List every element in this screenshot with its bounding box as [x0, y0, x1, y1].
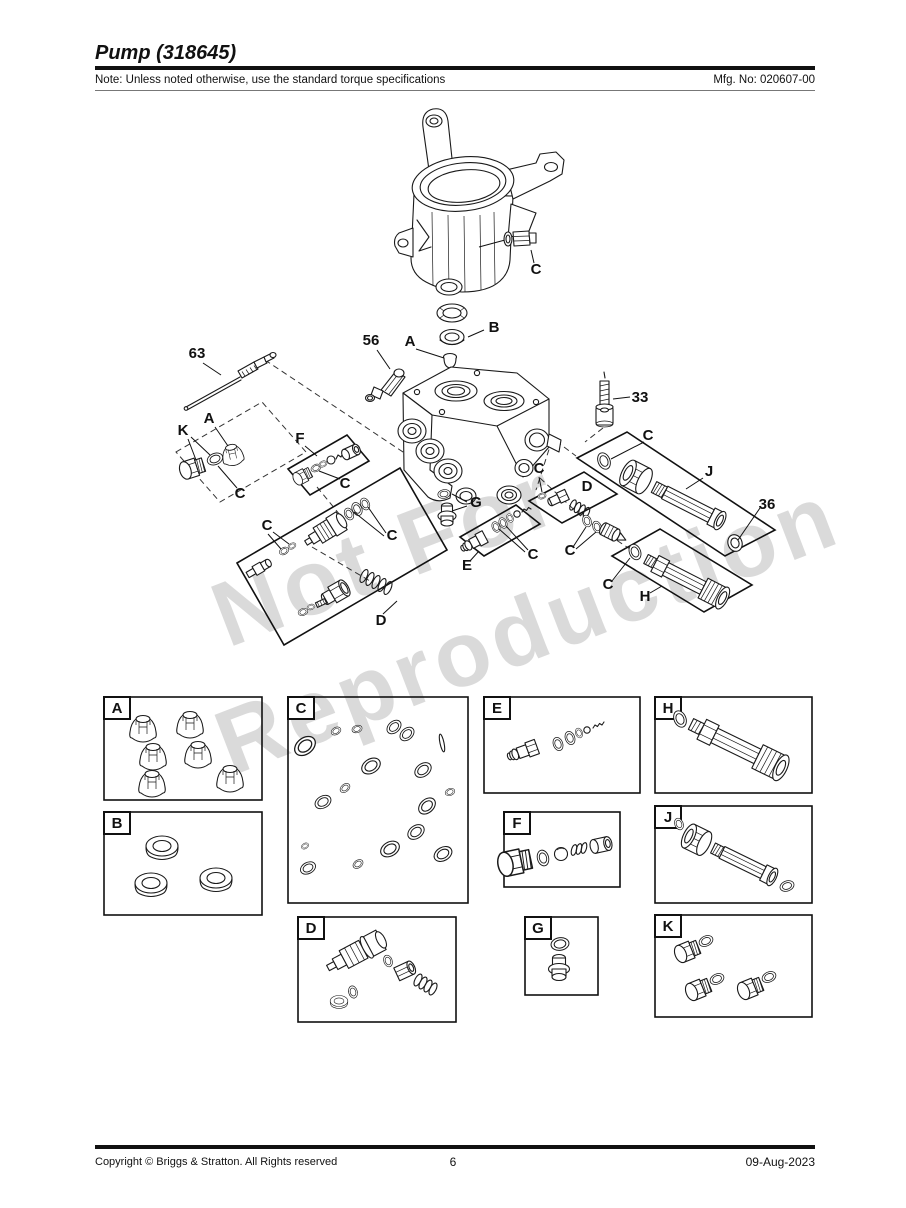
spring-coil — [359, 568, 393, 596]
coupler-parts-drawing — [580, 513, 627, 542]
watermark: Not For Reproduction — [199, 442, 853, 795]
callout-c-mid: C — [565, 542, 576, 559]
kit-box-e-drawing — [458, 504, 542, 557]
callout-k: K — [178, 422, 189, 439]
part-63-drawing — [183, 351, 277, 411]
detail-box-d: D — [297, 916, 457, 1023]
callout-f: F — [295, 430, 304, 447]
kit-box-h-drawing — [610, 528, 754, 613]
callout-56: 56 — [363, 332, 380, 349]
crankcase-housing-drawing — [393, 108, 565, 296]
part-g-drawing — [436, 488, 457, 527]
pump-manifold-drawing — [397, 366, 562, 505]
detail-box-b: B — [103, 811, 263, 916]
callout-a-left: A — [204, 410, 215, 427]
detail-box-d-label: D — [306, 920, 317, 937]
kit-box-d-drawing — [235, 466, 449, 647]
callout-d-small: D — [582, 478, 593, 495]
detail-box-c: C — [287, 696, 469, 904]
callout-leaders — [187, 249, 761, 615]
torque-note: Note: Unless noted otherwise, use the st… — [95, 74, 446, 86]
callout-e: E — [462, 557, 472, 574]
callout-c-f: C — [340, 475, 351, 492]
footer-copyright: Copyright © Briggs & Stratton. All Right… — [95, 1156, 338, 1168]
callout-c-d2: C — [387, 527, 398, 544]
kit-box-f-drawing — [286, 433, 371, 497]
detail-box-g: G — [524, 916, 599, 996]
detail-box-e: E — [483, 696, 641, 794]
detail-box-k-label: K — [663, 918, 674, 935]
callout-c-j: C — [643, 427, 654, 444]
mfg-number: Mfg. No: 020607-00 — [713, 74, 815, 86]
callout-g: G — [470, 494, 482, 511]
callout-a-top: A — [405, 333, 416, 350]
callout-h: H — [640, 588, 651, 605]
kit-box-d2-drawing — [527, 471, 619, 524]
callout-c-e: C — [528, 546, 539, 563]
callout-j: J — [705, 463, 713, 480]
detail-box-j-label: J — [664, 809, 672, 826]
header-rule — [95, 66, 815, 70]
part-56-drawing — [364, 368, 406, 403]
part-33-drawing — [595, 371, 614, 428]
detail-box-a: A — [103, 696, 263, 801]
callout-36: 36 — [759, 496, 776, 513]
part-k-drawing — [176, 441, 246, 482]
footer-date: 09-Aug-2023 — [745, 1155, 815, 1169]
detail-box-a-label: A — [112, 700, 123, 717]
callout-c-k: C — [235, 485, 246, 502]
detail-box-c-label: C — [296, 700, 307, 717]
detail-box-g-label: G — [532, 920, 544, 937]
detail-box-h: H — [654, 696, 813, 794]
seal-stack-drawing — [436, 303, 468, 381]
footer-page-number: 6 — [449, 1155, 457, 1169]
detail-box-f: F — [494, 811, 621, 888]
detail-box-j: J — [654, 805, 813, 904]
callout-labels: C B A 56 63 33 K A C F C C C D G E C C D… — [178, 261, 776, 629]
detail-box-e-label: E — [492, 700, 502, 717]
page-title: Pump (318645) — [95, 42, 237, 64]
callout-d-big: D — [376, 612, 387, 629]
header-subrule — [95, 90, 815, 91]
callout-c-d-small: C — [534, 460, 545, 477]
callout-c-d1: C — [262, 517, 273, 534]
callout-b: B — [489, 319, 500, 336]
footer-rule — [95, 1145, 815, 1149]
callout-63: 63 — [189, 345, 206, 362]
callout-c-h: C — [603, 576, 614, 593]
detail-box-k: K — [654, 914, 813, 1018]
callout-33: 33 — [632, 389, 649, 406]
detail-box-f-label: F — [512, 815, 521, 832]
kit-box-j-drawing — [575, 431, 777, 557]
callout-c-housing: C — [531, 261, 542, 278]
detail-box-b-label: B — [112, 815, 123, 832]
part-36-drawing — [727, 534, 743, 552]
detail-box-h-label: H — [663, 700, 674, 717]
